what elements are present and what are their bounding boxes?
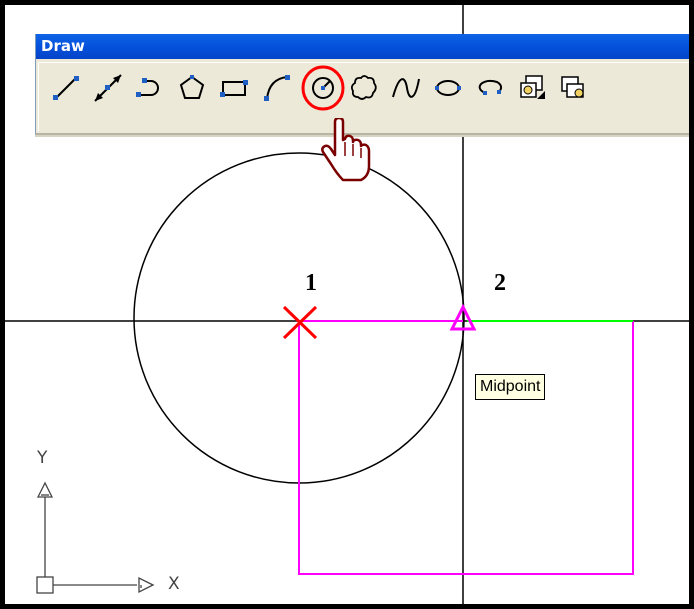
point-1-label: 1 [305,270,317,296]
toolbar-titlebar[interactable]: Draw [36,34,689,59]
circle-button[interactable] [301,65,345,111]
make-block-button[interactable] [557,71,591,105]
ucs-y-label: Y [37,448,48,468]
draw-toolbar: Draw [35,34,689,135]
ellipse-arc-button[interactable] [473,71,507,105]
polygon-icon [179,75,205,99]
line-icon [53,76,79,100]
polyline-button[interactable] [133,71,167,105]
drawing-canvas[interactable] [5,5,694,609]
polyline-icon [136,78,159,97]
arc-icon [264,75,290,101]
rectangle-outline [298,320,634,575]
snap-tooltip: Midpoint [475,374,546,400]
ucs-icon [36,481,155,594]
spline-icon [392,78,420,98]
construction-line-icon [94,74,122,102]
ellipse-arc-icon [478,79,503,95]
line-button[interactable] [49,71,83,105]
construction-line-button[interactable] [91,71,125,105]
revision-cloud-icon [350,75,377,100]
spline-button[interactable] [389,71,423,105]
ellipse-button[interactable] [431,71,465,105]
revision-cloud-button[interactable] [347,71,381,105]
center-point-marker [282,305,318,340]
arc-button[interactable] [259,71,293,105]
circle-icon [301,65,345,111]
rectangle-icon [220,80,248,97]
toolbar-buttons [38,62,689,131]
make-block-icon [561,76,584,98]
insert-block-button[interactable] [515,71,549,105]
toolbar-title: Draw [41,37,85,55]
ucs-x-label: X [168,574,180,594]
midpoint-triangle-icon [449,303,477,331]
point-2-label: 2 [494,270,506,296]
hand-cursor-icon [321,118,371,182]
ellipse-icon [435,80,461,96]
rectangle-button[interactable] [217,71,251,105]
polygon-button[interactable] [175,71,209,105]
insert-block-icon [520,75,545,99]
